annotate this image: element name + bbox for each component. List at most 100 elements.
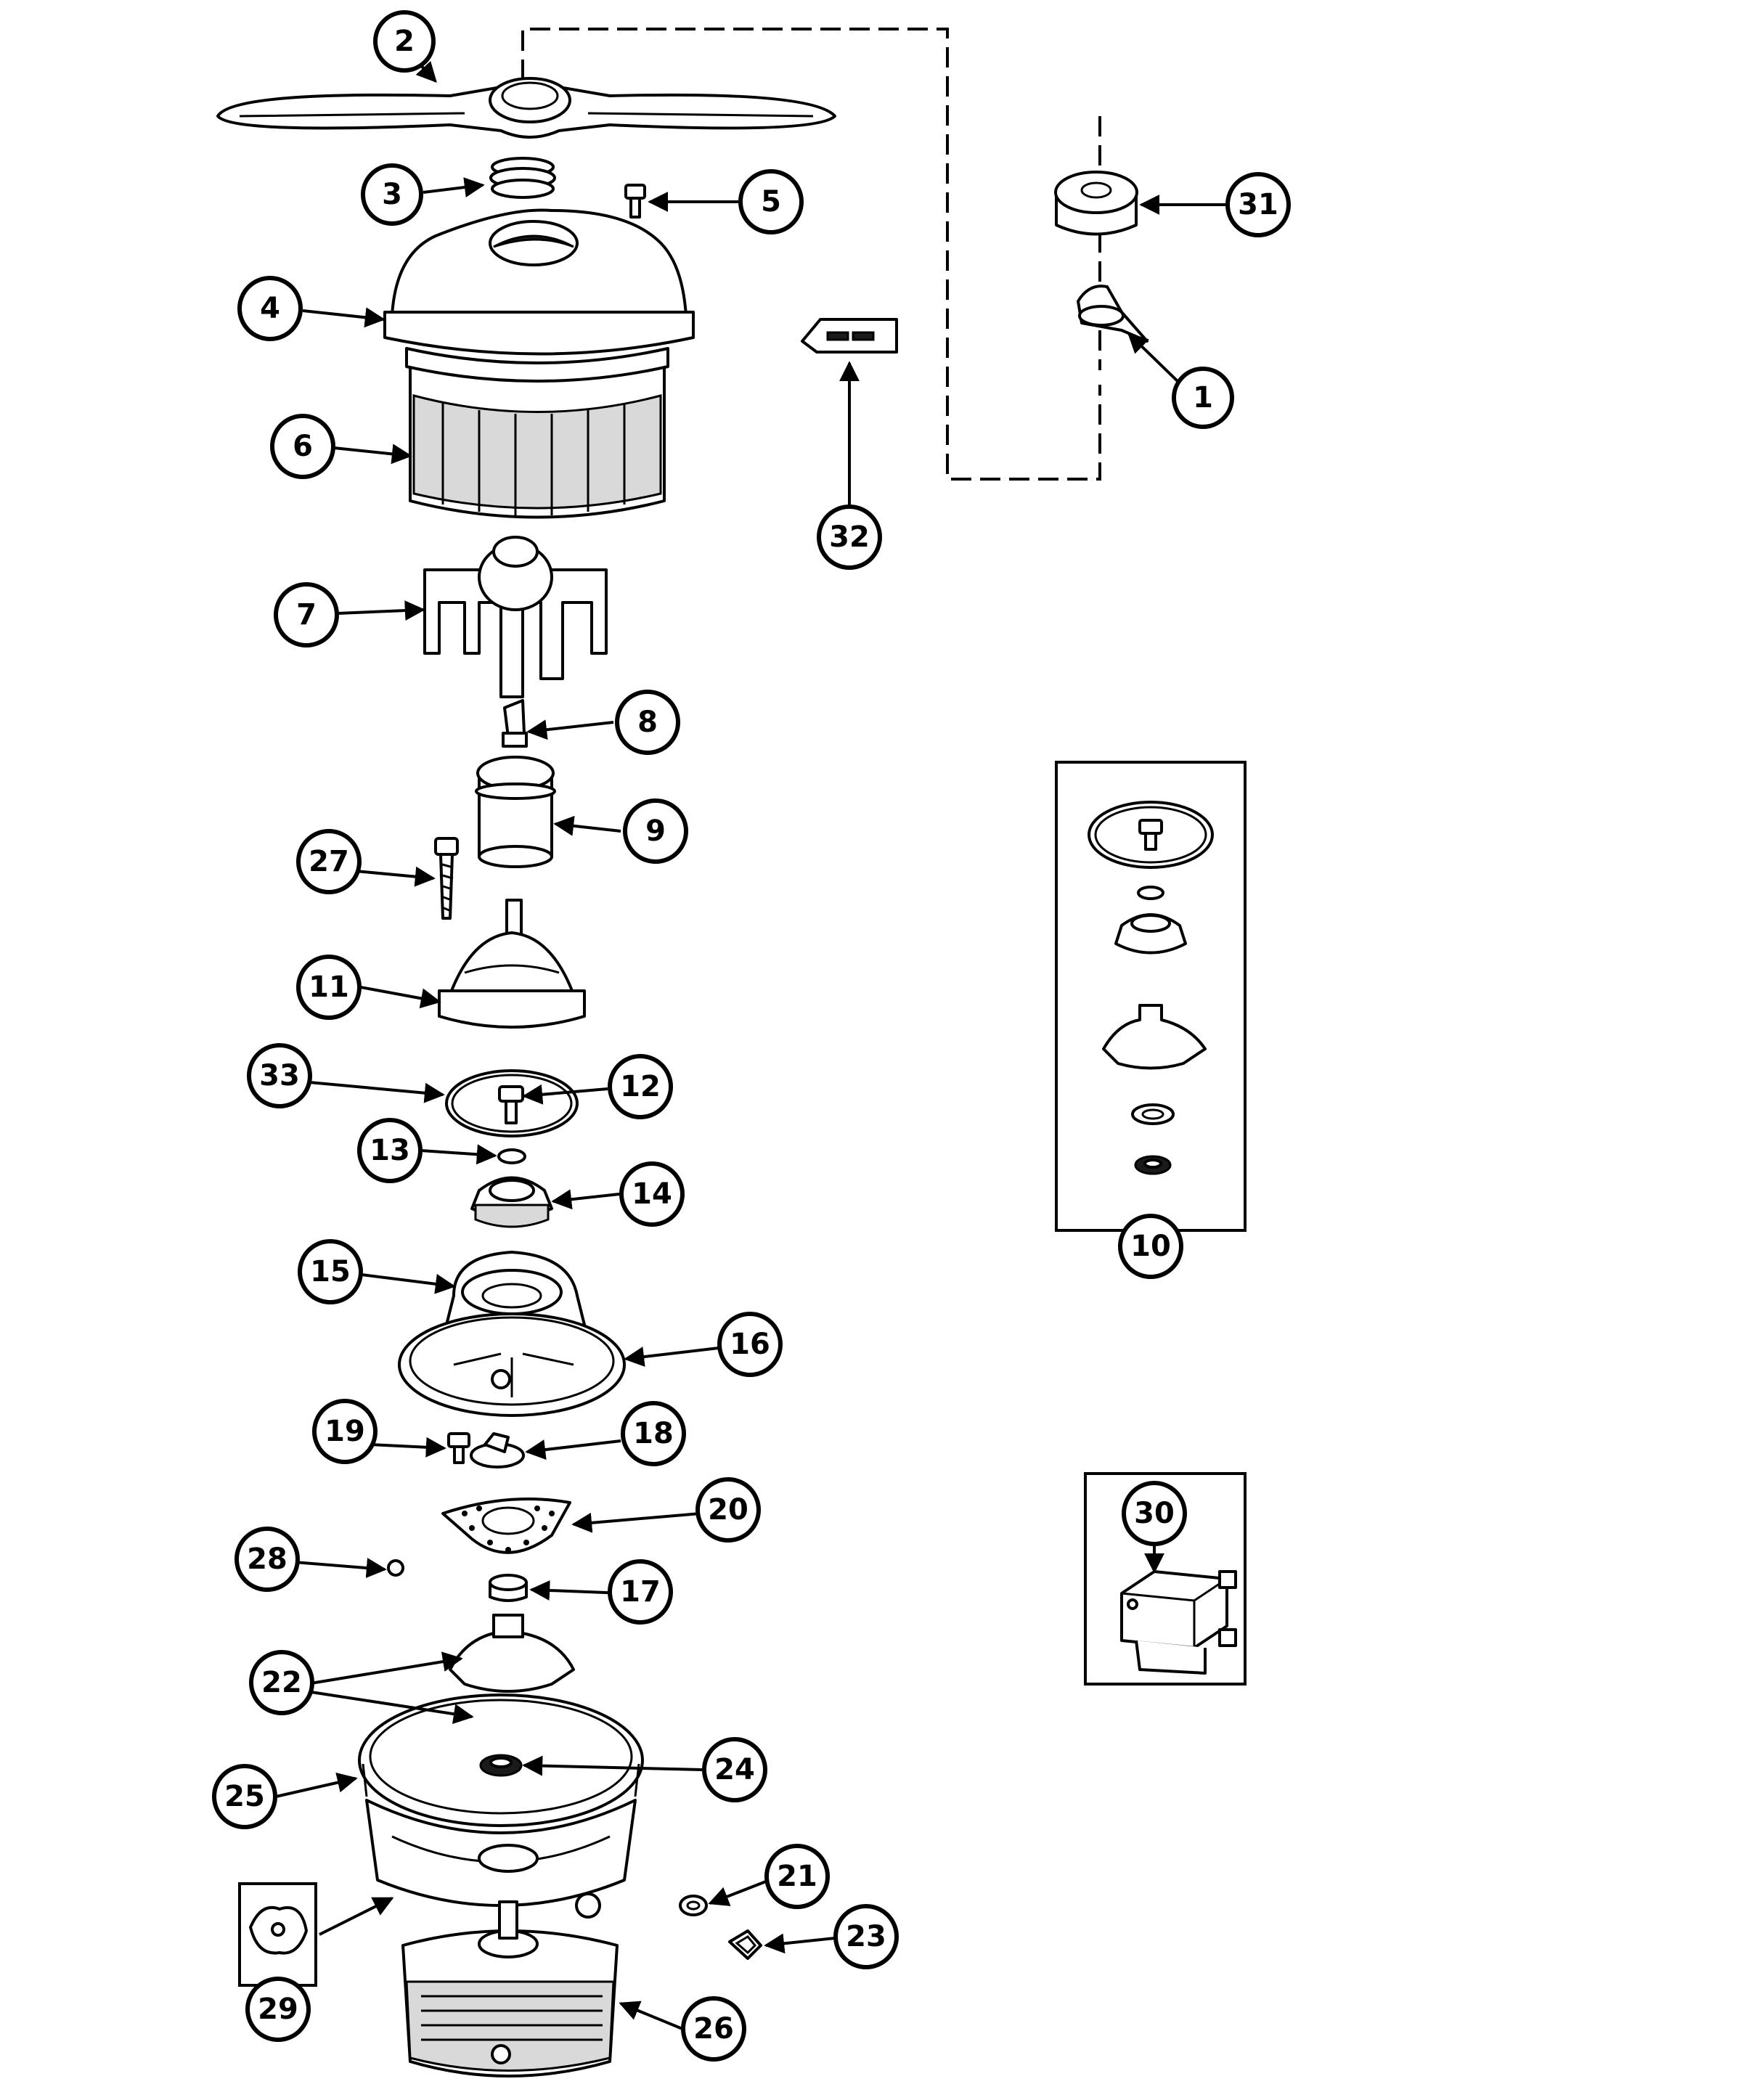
part-flange-gasket	[238, 1882, 317, 1987]
svg-text:1: 1	[1193, 381, 1213, 414]
part-tower-support	[423, 536, 608, 698]
part-ring-seal	[489, 1574, 528, 1602]
callout-21: 21	[764, 1844, 830, 1909]
callout-23: 23	[833, 1904, 899, 1969]
svg-text:16: 16	[730, 1328, 770, 1361]
svg-text:21: 21	[777, 1860, 817, 1893]
callout-6: 6	[270, 414, 335, 479]
callout-12: 12	[608, 1054, 673, 1119]
svg-text:2: 2	[394, 25, 415, 58]
callout-17: 17	[608, 1559, 673, 1625]
svg-text:18: 18	[633, 1417, 674, 1450]
callout-25: 25	[212, 1764, 277, 1829]
svg-text:32: 32	[829, 520, 870, 554]
svg-text:26: 26	[693, 2012, 734, 2046]
part-pump-housing-ring	[398, 1312, 626, 1417]
svg-text:9: 9	[645, 814, 666, 848]
callout-32: 32	[817, 504, 882, 570]
svg-text:22: 22	[261, 1666, 302, 1699]
callout-11: 11	[296, 955, 362, 1020]
part-filter-screen	[405, 347, 669, 519]
kit-box-10	[1055, 761, 1247, 1232]
part-bolt-12	[498, 1085, 524, 1124]
svg-text:29: 29	[258, 1993, 298, 2026]
part-bracket	[470, 1432, 525, 1468]
part-washer-13	[497, 1148, 526, 1164]
callout-3: 3	[361, 163, 423, 226]
part-clip	[801, 318, 898, 354]
callout-5: 5	[738, 169, 804, 234]
callout-22: 22	[249, 1650, 314, 1715]
svg-text:27: 27	[309, 845, 349, 878]
part-ball	[387, 1559, 404, 1577]
part-o-ring-21	[679, 1895, 708, 1916]
callout-7: 7	[274, 582, 339, 647]
leader-lines	[275, 60, 1225, 2030]
callout-30: 30	[1122, 1481, 1187, 1546]
part-dispenser	[1077, 285, 1149, 343]
svg-text:25: 25	[224, 1780, 265, 1813]
part-cap	[1054, 171, 1138, 236]
callout-16: 16	[717, 1312, 783, 1377]
kit-box-30	[1084, 1472, 1247, 1686]
svg-text:3: 3	[382, 178, 402, 211]
callout-9: 9	[623, 798, 688, 864]
part-nozzle	[502, 699, 528, 748]
callout-27: 27	[296, 829, 362, 894]
callout-13: 13	[357, 1118, 423, 1183]
callout-19: 19	[312, 1399, 378, 1464]
callout-26: 26	[681, 1996, 746, 2062]
svg-text:13: 13	[370, 1134, 410, 1167]
callout-10: 10	[1118, 1214, 1183, 1279]
svg-text:5: 5	[761, 185, 781, 218]
svg-text:30: 30	[1134, 1497, 1175, 1530]
part-pump-cover	[445, 1251, 586, 1337]
svg-text:17: 17	[620, 1575, 661, 1609]
callout-2: 2	[373, 10, 436, 73]
callout-14: 14	[619, 1161, 685, 1227]
callout-29: 29	[245, 1977, 311, 2042]
callout-15: 15	[298, 1239, 363, 1304]
svg-text:15: 15	[310, 1255, 351, 1288]
callout-33: 33	[247, 1043, 312, 1108]
part-long-screw	[434, 837, 459, 920]
part-seal-24	[479, 1754, 523, 1777]
callout-4: 4	[237, 276, 303, 341]
svg-text:6: 6	[293, 430, 313, 463]
part-upper-housing	[383, 208, 695, 356]
svg-text:20: 20	[708, 1493, 748, 1527]
callout-24: 24	[702, 1737, 767, 1802]
callout-18: 18	[621, 1401, 686, 1466]
callout-8: 8	[615, 690, 680, 755]
part-pump-body	[365, 1799, 637, 1919]
part-screw-19	[447, 1432, 470, 1464]
svg-text:23: 23	[846, 1920, 886, 1953]
svg-text:10: 10	[1130, 1230, 1171, 1263]
svg-text:28: 28	[247, 1543, 287, 1576]
svg-text:11: 11	[309, 971, 349, 1004]
part-tube	[475, 756, 556, 868]
callout-28: 28	[234, 1527, 300, 1592]
part-perforated-plate	[441, 1498, 571, 1554]
part-chopper-housing	[438, 899, 586, 1029]
callout-1: 1	[1172, 367, 1234, 429]
part-motor	[401, 1900, 619, 2077]
part-spring-clip	[489, 157, 556, 199]
svg-text:14: 14	[632, 1177, 672, 1211]
part-impeller	[470, 1176, 553, 1228]
callout-31: 31	[1225, 172, 1291, 237]
svg-text:33: 33	[259, 1059, 300, 1092]
svg-text:24: 24	[714, 1753, 755, 1786]
svg-text:12: 12	[620, 1070, 661, 1103]
part-screw-5	[624, 184, 646, 218]
svg-text:31: 31	[1238, 188, 1278, 221]
svg-text:4: 4	[260, 292, 280, 325]
svg-text:19: 19	[325, 1415, 365, 1448]
part-gasket-23	[728, 1929, 762, 1960]
part-spray-arm	[216, 77, 836, 139]
svg-text:8: 8	[637, 706, 658, 739]
callout-20: 20	[695, 1477, 761, 1543]
svg-text:7: 7	[296, 598, 317, 632]
dashed-connection-lines	[521, 28, 1101, 481]
